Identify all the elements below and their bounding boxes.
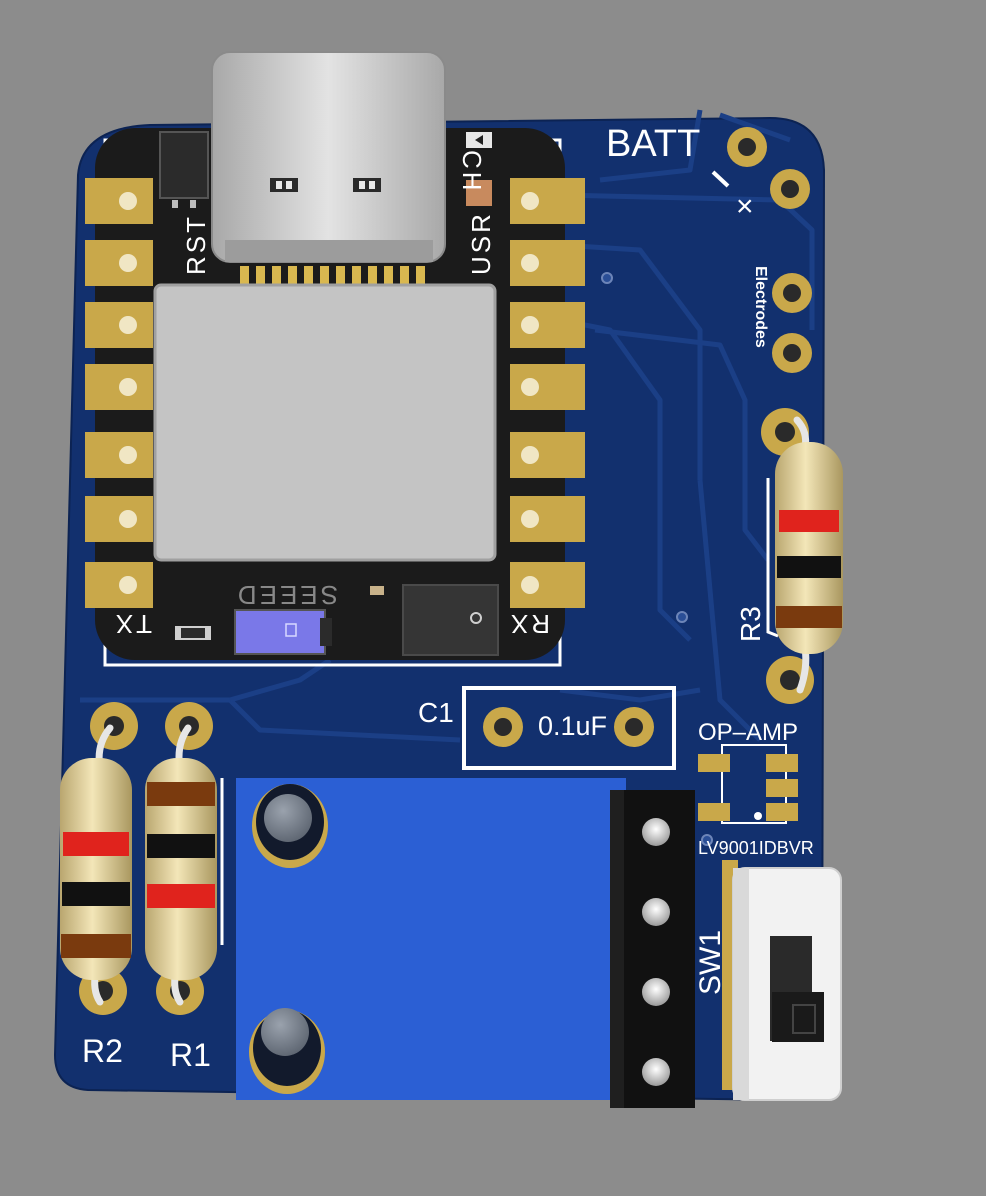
label-r1: R1: [170, 1037, 211, 1073]
reset-button: [159, 131, 209, 199]
copper-traces: [80, 109, 815, 743]
batt-polarity-mark: [711, 170, 730, 188]
boot-switch: [234, 609, 326, 655]
resistor-r3: [761, 408, 843, 704]
label-c1: C1: [418, 697, 454, 728]
module-pads-right: [510, 178, 585, 608]
antenna-chip: [402, 584, 499, 656]
terminal-block: [610, 790, 695, 1108]
op-amp-footprint: [698, 744, 798, 824]
label-seeed: SEEED: [235, 580, 338, 610]
label-tx: TX: [113, 609, 152, 639]
label-batt: BATT: [606, 123, 700, 165]
usb-c-connector: [211, 51, 446, 284]
label-usr: USR: [466, 211, 496, 275]
label-r2: R2: [82, 1033, 123, 1069]
rf-shield: [153, 283, 497, 562]
electrodes-header: [772, 273, 812, 373]
module-pads-left: [85, 178, 153, 608]
c1-outline: [462, 686, 676, 770]
resistor-r1: [145, 724, 217, 1006]
batt-header: [727, 127, 810, 209]
relay-module: [236, 778, 626, 1100]
label-rx: RX: [508, 609, 550, 639]
label-cap-value: 0.1uF: [538, 711, 607, 741]
label-r3: R3: [735, 606, 766, 642]
label-ch: CH: [457, 150, 487, 194]
label-op-amp: OP–AMP: [698, 719, 798, 746]
label-sw1: SW1: [694, 930, 727, 995]
label-x-mark: ×: [736, 190, 754, 223]
slide-switch-sw1: [722, 860, 842, 1101]
led-smd: [466, 180, 492, 206]
label-electrodes: Electrodes: [752, 266, 769, 348]
capacitor-c1: [483, 707, 654, 747]
label-op-amp-part: LV9001IDBVR: [698, 838, 814, 858]
resistor-r2: [60, 724, 132, 1006]
label-rst: RST: [181, 214, 211, 275]
